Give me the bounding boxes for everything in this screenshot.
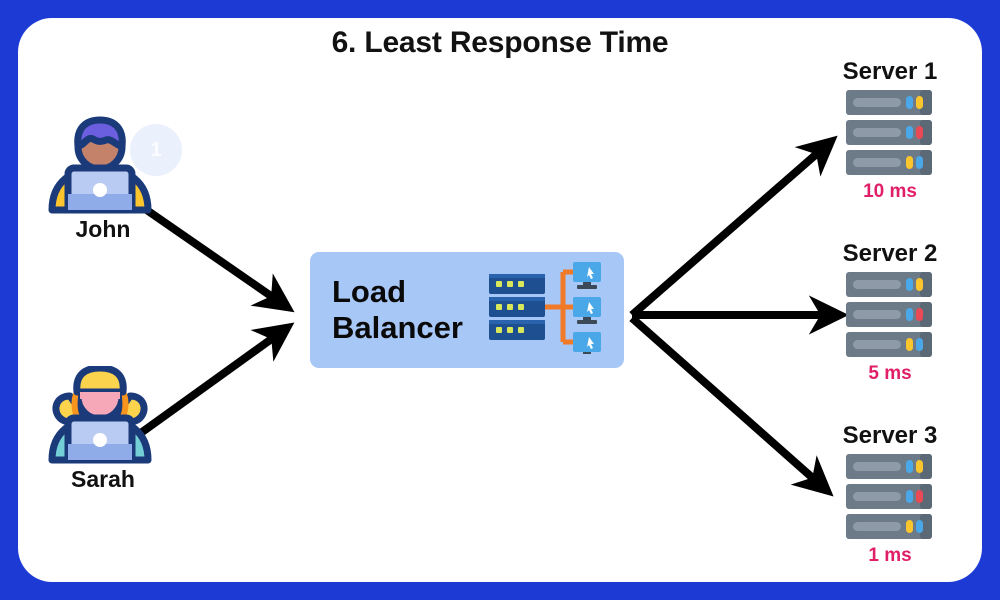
client-john[interactable]: 1 John bbox=[28, 116, 182, 243]
client-sarah[interactable]: Sarah bbox=[28, 364, 178, 493]
server-node-1[interactable]: Server 1 bbox=[805, 58, 975, 203]
avatar-wrap-sarah bbox=[28, 364, 178, 464]
response-time-3: 1 ms bbox=[868, 545, 912, 566]
arrow-load-balancer-to-server-1 bbox=[629, 135, 838, 319]
load-balancer-label: Load Balancer bbox=[332, 274, 463, 345]
server-label-3: Server 3 bbox=[842, 422, 938, 449]
person-with-laptop-icon bbox=[48, 116, 152, 214]
server-node-2[interactable]: Server 2 bbox=[805, 240, 975, 385]
person-with-laptop-icon bbox=[48, 364, 152, 464]
diagram-canvas: 6. Least Response Time bbox=[18, 18, 982, 582]
client-name-john: John bbox=[75, 216, 131, 242]
load-balancer-node[interactable]: Load Balancer bbox=[310, 252, 624, 368]
server-rack-icon bbox=[846, 90, 932, 175]
response-time-1: 10 ms bbox=[863, 181, 917, 202]
response-time-2: 5 ms bbox=[868, 363, 912, 384]
client-name-sarah: Sarah bbox=[71, 466, 135, 492]
arrow-load-balancer-to-server-3 bbox=[629, 315, 834, 497]
load-balancer-server-monitors-icon bbox=[487, 261, 603, 359]
avatar-wrap-john: 1 bbox=[28, 116, 182, 214]
server-rack-icon bbox=[846, 454, 932, 539]
server-label-1: Server 1 bbox=[842, 58, 938, 85]
server-label-2: Server 2 bbox=[842, 240, 938, 267]
page-title: 6. Least Response Time bbox=[331, 26, 669, 59]
badge-john: 1 bbox=[130, 124, 182, 176]
server-node-3[interactable]: Server 3 bbox=[805, 422, 975, 567]
server-rack-icon bbox=[846, 272, 932, 357]
